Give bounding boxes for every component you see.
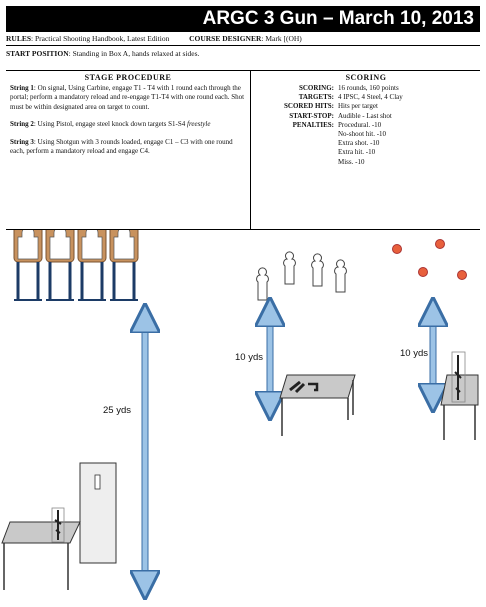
shotgun-icon [454,355,462,400]
scoring-row-label: PENALTIES: [292,120,334,129]
scoring-row: Extra shot. -10 [254,139,478,148]
shotgun-table [440,374,479,440]
string-1: String 1: On signal, Using Carbine, enga… [10,84,246,112]
scoring-row-value: Audible - Last shot [338,111,392,120]
steel-target [334,259,347,293]
scoring-row: No-shoot hit. -10 [254,130,478,139]
portal-opening [94,474,101,490]
steel-target-group [256,251,347,301]
steel-target [283,251,296,285]
clay-target [457,270,467,280]
scoring-row: SCORED HITS: Hits per target [254,102,478,111]
scoring-row-value: Extra shot. -10 [338,139,380,148]
carbine-box [51,507,65,543]
scoring-row-value: No-shoot hit. -10 [338,130,387,139]
rules-value: : Practical Shooting Handbook, Latest Ed… [31,34,170,43]
distance-label-shotgun: 10 yds [400,348,428,359]
scoring-row-label: TARGETS: [298,93,334,102]
steel-target [311,253,324,287]
divider [6,45,480,46]
stage-procedure: STAGE PROCEDURE String 1: On signal, Usi… [10,73,246,156]
clay-target [392,244,402,254]
shotgun-box [451,351,466,403]
scoring-row-value: Procedural. -10 [338,120,382,129]
scoring-row-label: SCORED HITS: [284,102,334,111]
string-2-emphasis: freestyle [187,120,211,129]
string-3-label: String 3 [10,137,34,146]
distance-label-pistol: 10 yds [235,352,263,363]
scoring-row: Miss. -10 [254,158,478,167]
steel-target [256,267,269,301]
ipsc-target [77,230,107,301]
scoring-row-value: Extra hit. -10 [338,148,376,157]
scoring: SCORING SCORING: 16 rounds, 160 points TA… [254,73,478,167]
stage-procedure-heading: STAGE PROCEDURE [84,73,172,82]
scoring-row-value: 4 IPSC, 4 Steel, 4 Clay [338,93,403,102]
scoring-heading: SCORING [345,73,387,82]
scoring-row-value: 16 rounds, 160 points [338,84,399,92]
string-1-text: : On signal, Using Carbine, engage T1 - … [10,84,245,111]
page-title: ARGC 3 Gun – March 10, 2013 [6,6,480,32]
scoring-row: PENALTIES: Procedural. -10 [254,121,478,130]
string-2: String 2: Using Pistol, engage steel kno… [10,120,246,129]
string-3-text: : Using Shotgun with 3 rounds loaded, en… [10,137,233,156]
divider [6,70,480,71]
string-1-label: String 1 [10,84,34,92]
scoring-table: SCORING: 16 rounds, 160 points TARGETS: 4 … [254,84,478,167]
start-table [1,521,81,590]
scoring-row: START-STOP: Audible - Last shot [254,112,478,121]
scoring-row-value: Hits per target [338,102,378,111]
clay-target [418,267,428,277]
start-position-label: START POSITION [6,49,69,58]
carbine-icon [54,510,62,540]
pistol-icon [289,380,319,394]
stage-diagram [1,230,479,607]
scoring-row: Extra hit. -10 [254,148,478,157]
ipsc-target [13,230,43,301]
designer-label: COURSE DESIGNER [189,34,262,43]
string-2-label: String 2 [10,120,34,129]
ipsc-target [45,230,75,301]
clay-target-group [392,239,467,280]
rules-line: RULES: Practical Shooting Handbook, Late… [6,34,480,44]
divider [6,229,480,230]
scoring-row-label: SCORING: [298,84,334,92]
ipsc-target [109,230,139,301]
distance-label-carbine: 25 yds [103,405,131,416]
rules-label: RULES [6,34,32,43]
scoring-row-value: Miss. -10 [338,157,365,166]
start-position: START POSITION: Standing in Box A, hands… [6,49,480,59]
start-position-value: : Standing in Box A, hands relaxed at si… [68,49,200,58]
clay-target [435,239,445,249]
string-2-text: : Using Pistol, engage steel knock down … [33,120,186,129]
string-3: String 3: Using Shotgun with 3 rounds lo… [10,138,246,157]
scoring-row: TARGETS: 4 IPSC, 4 Steel, 4 Clay [254,93,478,102]
ipsc-target-group [13,230,139,301]
column-divider [250,70,251,230]
scoring-row: SCORING: 16 rounds, 160 points [254,84,478,93]
designer-value: : Mark [(OH) [261,34,302,43]
scoring-row-label: START-STOP: [289,111,334,120]
